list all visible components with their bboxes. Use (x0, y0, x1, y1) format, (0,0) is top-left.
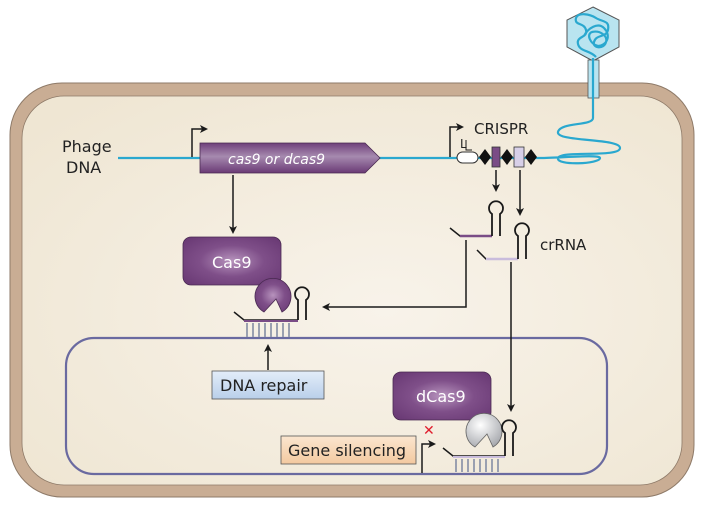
phage-capsid (566, 6, 620, 62)
repeat-1 (479, 149, 491, 165)
dna-repair-box (211, 370, 325, 400)
repeat-2 (501, 149, 513, 165)
guide-rna-hairpin-dcas9 (501, 419, 517, 456)
leader-sequence (456, 151, 479, 164)
dcas9-protein (392, 371, 492, 421)
phage-genome-coil (574, 13, 610, 58)
chromosome-region (64, 336, 609, 476)
crrna-1 (449, 200, 504, 238)
phage-dna (118, 58, 622, 165)
dcas9-complex: dCas9 (392, 371, 517, 472)
target-promoter-arrow (421, 440, 436, 473)
gene-silencing-label: Gene silencing (288, 441, 406, 460)
cas9-label: Cas9 (212, 253, 252, 272)
crrna-to-cas9-arrow (322, 240, 467, 311)
leader-tick (465, 140, 472, 151)
gene-silencing-box (280, 435, 417, 465)
cas9-gene (199, 142, 381, 174)
spacer-2 (513, 146, 525, 168)
dna-repair-label: DNA repair (220, 376, 308, 395)
dcas9-inactive-domain (465, 413, 503, 448)
cytoplasm (21, 95, 683, 486)
promoter-arrow-crispr (449, 123, 464, 157)
base-pairs-dcas9 (455, 459, 499, 472)
phage-dna-label-2: DNA (66, 158, 101, 177)
blocked-mark: ✕ (423, 423, 435, 439)
base-pairs (246, 323, 290, 337)
repeat-3 (525, 149, 537, 165)
cas9-nuclease-domain (254, 278, 292, 313)
dcas9-label: dCas9 (416, 387, 466, 406)
crispr-label: CRISPR (474, 120, 528, 138)
crrna-2 (476, 222, 530, 261)
spacer-1 (491, 146, 501, 168)
crrna-label: crRNA (540, 236, 587, 254)
leader-label: L (460, 137, 467, 151)
promoter-arrow-cas9 (191, 125, 208, 157)
guide-rna-hairpin (294, 286, 310, 320)
cas9-complex: Cas9 (182, 236, 310, 337)
phage-dna-label-1: Phage (62, 137, 112, 156)
cas9-gene-label: cas9 or dcas9 (228, 152, 325, 168)
cas9-protein (182, 236, 282, 286)
